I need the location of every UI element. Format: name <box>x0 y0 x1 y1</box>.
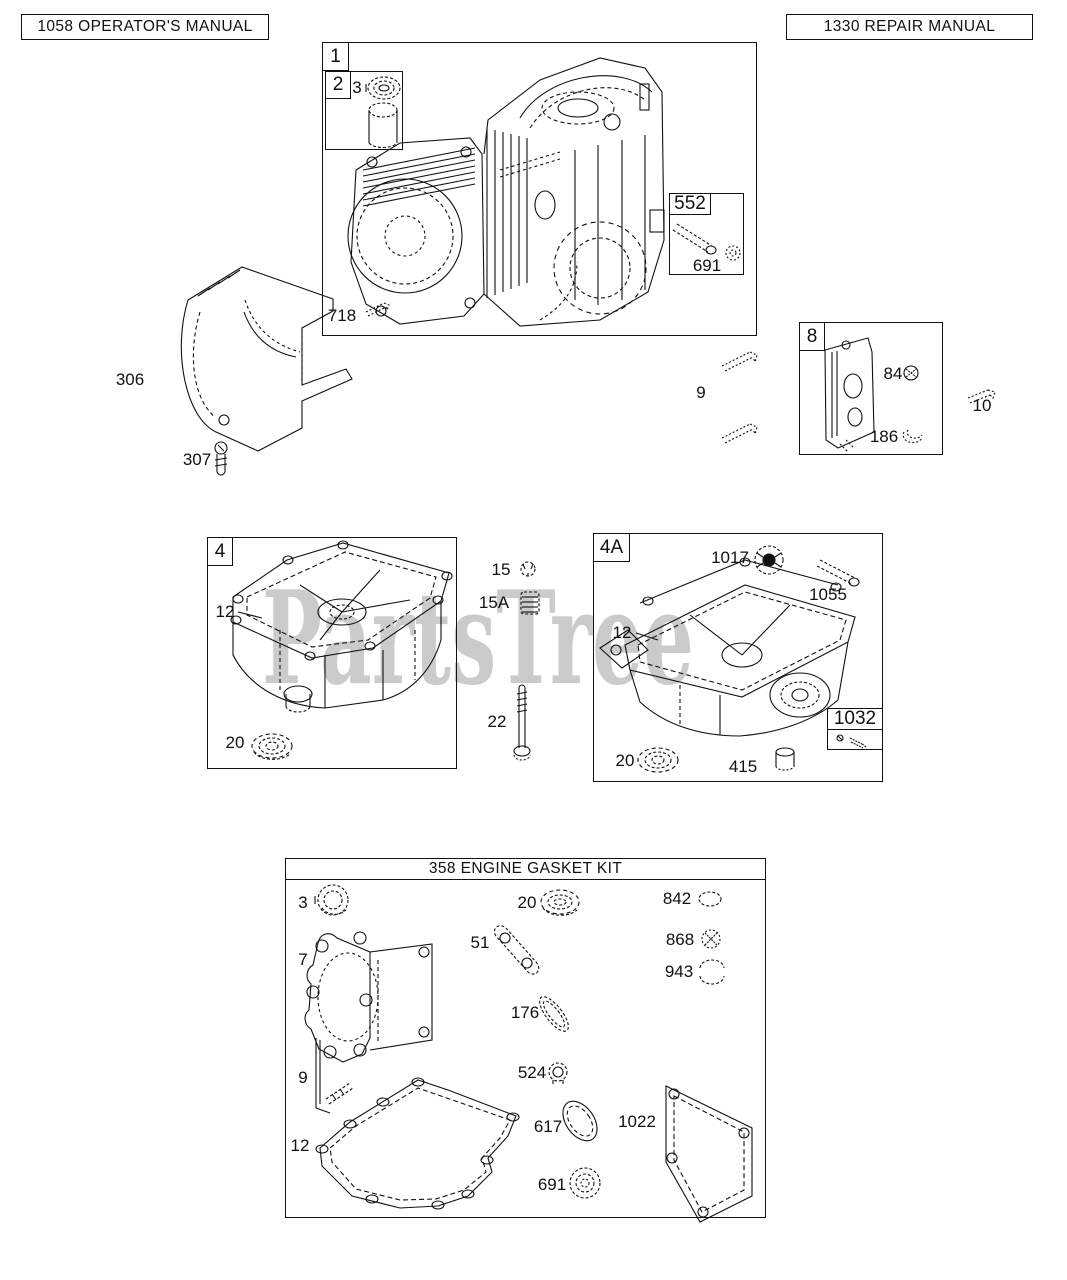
part-label-20-sump: 20 <box>225 733 245 752</box>
part-label-307: 307 <box>182 450 212 469</box>
breather-screws-drawing <box>721 351 758 444</box>
sump-alt-drawing <box>599 545 867 773</box>
watermark-text: PartsTree <box>262 564 694 714</box>
cylinder-assembly-drawing <box>347 57 665 327</box>
kit-label-9: 9 <box>298 1068 308 1087</box>
part-label-12-sump: 12 <box>215 602 235 621</box>
callout-box-1032: 1032 <box>827 708 883 730</box>
part-label-306: 306 <box>115 370 145 389</box>
part-label-12-sump-alt: 12 <box>612 623 632 642</box>
part-label-186: 186 <box>869 427 899 446</box>
kit-label-868: 868 <box>665 930 695 949</box>
callout-box-2: 2 <box>325 71 351 99</box>
repair-manual-label: 1330 REPAIR MANUAL <box>823 18 996 35</box>
part-label-22: 22 <box>487 712 507 731</box>
breather-plate-drawing <box>824 337 996 453</box>
kit-label-617: 617 <box>533 1117 563 1136</box>
kit-label-51: 51 <box>470 933 490 952</box>
part-label-718: 718 <box>327 306 357 325</box>
callout-box-4a: 4A <box>593 533 630 562</box>
callout-box-4: 4 <box>207 537 233 566</box>
part-label-10: 10 <box>972 396 992 415</box>
cylinder-shield-drawing <box>180 266 353 476</box>
part-label-9: 9 <box>696 383 706 402</box>
gasket-kit-title: 358 ENGINE GASKET KIT <box>285 858 766 880</box>
kit-label-176: 176 <box>510 1003 540 1022</box>
kit-label-20: 20 <box>517 893 537 912</box>
sump-drawing <box>230 540 453 760</box>
kit-label-7: 7 <box>298 950 308 969</box>
panel-sump <box>207 537 457 769</box>
panel-cylinder-assembly <box>322 42 757 336</box>
kit-label-842: 842 <box>662 889 692 908</box>
panel-piston <box>325 71 403 150</box>
part-label-1017: 1017 <box>711 548 749 567</box>
kit-label-691: 691 <box>537 1175 567 1194</box>
kit-label-12: 12 <box>290 1136 310 1155</box>
part-label-1055: 1055 <box>809 585 847 604</box>
gasket-kit-drawing <box>304 884 753 1223</box>
dowel-pin-drawing <box>672 223 741 261</box>
kit-label-3: 3 <box>298 893 308 912</box>
piston-drawing <box>365 76 401 149</box>
part-label-415: 415 <box>728 757 758 776</box>
callout-box-1: 1 <box>322 42 349 71</box>
kit-label-943: 943 <box>664 962 694 981</box>
repair-manual-box: 1330 REPAIR MANUAL <box>786 14 1033 40</box>
kit-label-524: 524 <box>517 1063 547 1082</box>
part-label-15: 15 <box>491 560 511 579</box>
callout-box-8: 8 <box>799 322 825 351</box>
part-label-20-sump-alt: 20 <box>615 751 635 770</box>
part-label-3: 3 <box>352 78 362 97</box>
operators-manual-label: 1058 OPERATOR'S MANUAL <box>37 18 253 35</box>
part-label-84: 84 <box>883 364 903 383</box>
operators-manual-box: 1058 OPERATOR'S MANUAL <box>21 14 269 40</box>
panel-sump-alt <box>593 533 883 782</box>
callout-box-552: 552 <box>669 193 711 215</box>
kit-label-1022: 1022 <box>618 1112 656 1131</box>
part-label-691: 691 <box>692 256 722 275</box>
loose-parts-drawing <box>513 561 540 761</box>
part-label-15a: 15A <box>478 593 510 612</box>
gasket-kit-title-text: 358 ENGINE GASKET KIT <box>428 860 623 877</box>
panel-breather <box>799 322 943 455</box>
